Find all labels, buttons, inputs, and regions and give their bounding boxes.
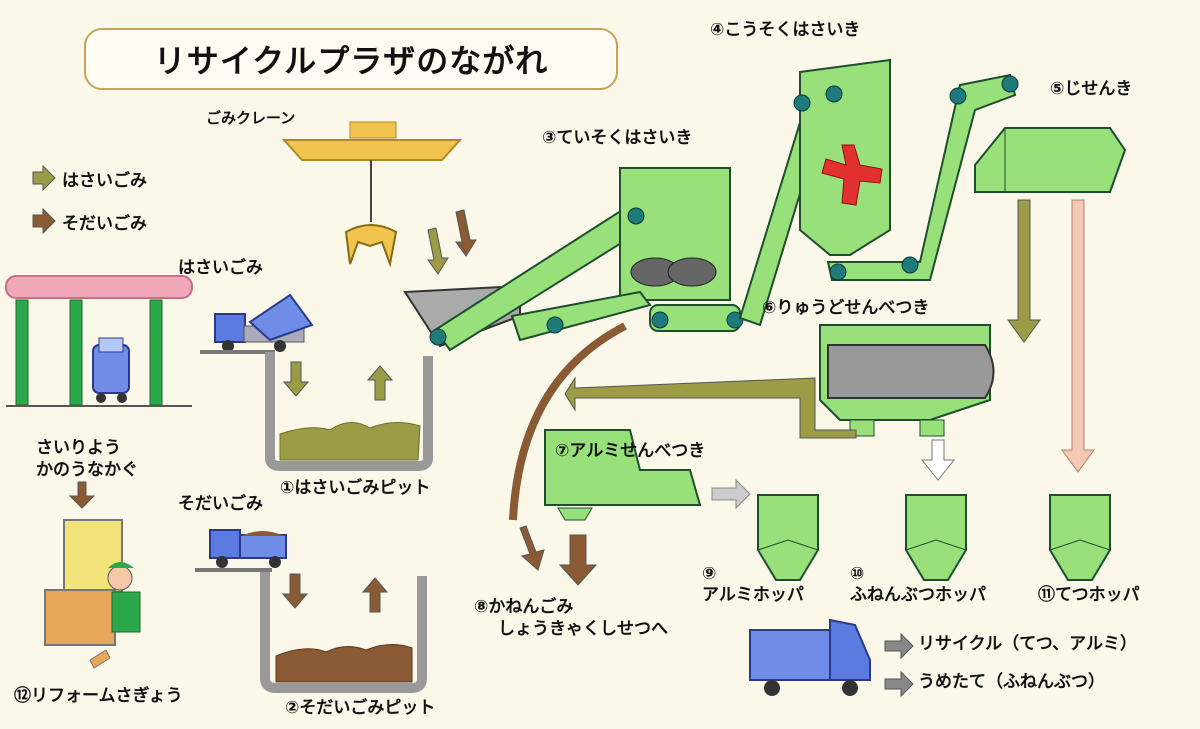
bulky-arrival-label: そだいごみ <box>178 494 263 514</box>
magnetic-separator-icon <box>974 127 1127 473</box>
aluminum-sorter-label: ⑦アルミせんべつき <box>555 441 706 461</box>
pit1-label: ①はさいごみピット <box>280 478 431 498</box>
flow-sorter-icon <box>564 324 995 481</box>
garbage-crane-icon <box>281 121 463 268</box>
crushable-pit-icon <box>265 352 433 471</box>
aluminum-hopper-number: ⑨ <box>702 564 717 584</box>
bulky-truck-icon <box>195 529 287 572</box>
legend-bulky-arrow-icon <box>32 207 56 235</box>
reuse-label-line1: さいりよう <box>36 438 121 458</box>
aluminum-hopper-label: アルミホッパ <box>702 585 804 605</box>
reception-gate-icon <box>5 275 193 407</box>
low-speed-crusher-icon <box>403 167 744 352</box>
reuse-label-line2: かのうなかぐ <box>36 460 138 480</box>
combustible-label-line1: ⑧かねんごみ <box>474 597 574 617</box>
reform-work-icon <box>44 481 141 669</box>
page-title: リサイクルプラザのながれ <box>153 42 549 80</box>
nonburnable-hopper-number: ⑩ <box>850 564 865 584</box>
iron-hopper-icon <box>1049 494 1111 581</box>
iron-hopper-label: ⑪てつホッパ <box>1038 585 1140 605</box>
title-frame: リサイクルプラザのながれ <box>84 28 618 90</box>
legend-bulky-label: そだいごみ <box>62 214 147 234</box>
landfill-label: うめたて（ふねんぶつ） <box>918 672 1105 692</box>
low-speed-crusher-label: ③ていそくはさいき <box>542 128 693 148</box>
crane-label: ごみクレーン <box>206 109 296 127</box>
high-speed-crusher-icon <box>738 58 1019 327</box>
flow-sorter-label: ⑥りゅうどせんべつき <box>762 298 930 318</box>
crushable-arrival-label: はさいごみ <box>178 258 263 278</box>
combustible-label-line2: しょうきゃくしせつへ <box>498 619 668 639</box>
legend-crushable-label: はさいごみ <box>62 171 147 191</box>
crushable-truck-icon <box>200 293 314 354</box>
nonburnable-hopper-icon <box>905 494 967 581</box>
legend-crushable-arrow-icon <box>32 164 56 192</box>
nonburnable-hopper-label: ふねんぶつホッパ <box>850 585 986 605</box>
aluminum-sorter-icon <box>544 429 751 521</box>
bulky-pit-icon <box>260 572 427 693</box>
magnetic-separator-label: ⑤じせんき <box>1050 79 1133 99</box>
aluminum-hopper-icon <box>757 494 819 581</box>
exit-truck-icon <box>749 618 914 698</box>
reform-label: ⑫リフォームさぎょう <box>14 686 183 706</box>
high-speed-crusher-label: ④こうそくはさいき <box>710 20 861 40</box>
recycle-label: リサイクル（てつ、アルミ） <box>918 634 1137 654</box>
pit2-label: ②そだいごみピット <box>285 698 436 718</box>
